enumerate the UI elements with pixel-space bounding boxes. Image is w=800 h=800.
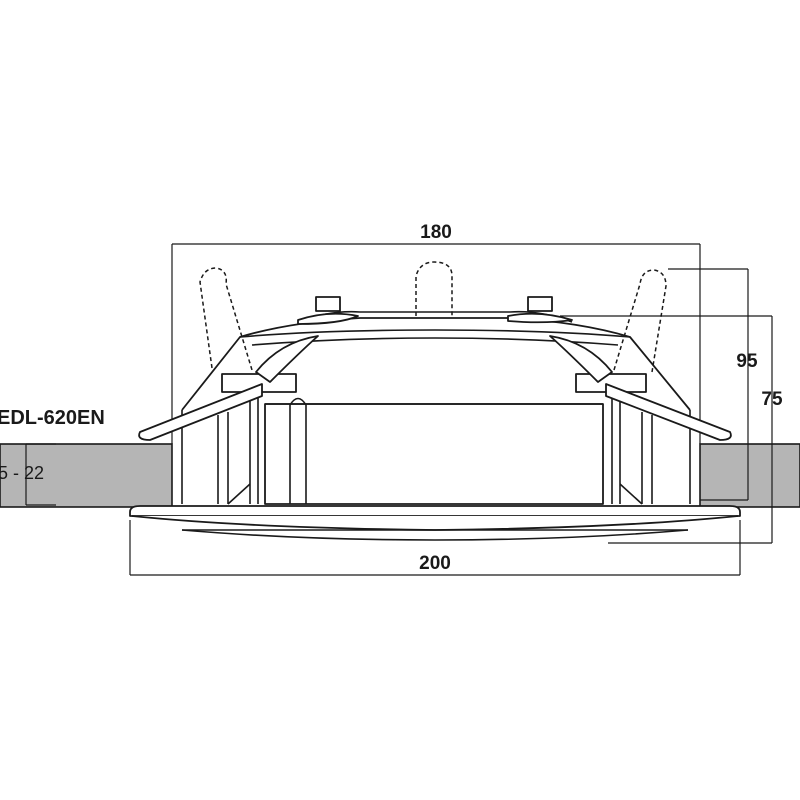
spring-clip-raised-right bbox=[613, 269, 667, 373]
spring-clip-raised-center bbox=[415, 261, 453, 316]
dimension-height-mount: 75 bbox=[560, 315, 783, 544]
dimension-bottom-width-label: 200 bbox=[419, 553, 451, 574]
dimension-bottom-width: 200 bbox=[129, 520, 741, 576]
dimension-top-width: 180 bbox=[171, 222, 701, 444]
model-label: EDL-620EN bbox=[0, 407, 105, 429]
dimension-height-mount-label: 75 bbox=[761, 389, 783, 410]
dimension-ceiling-thickness: 5 - 22 bbox=[0, 443, 56, 506]
dimension-height-total: 95 bbox=[668, 268, 758, 501]
speaker-body bbox=[129, 296, 741, 541]
ceiling-panel-right bbox=[699, 443, 800, 508]
dimension-height-total-label: 95 bbox=[736, 351, 758, 372]
dimension-ceiling-thickness-label: 5 - 22 bbox=[0, 463, 44, 483]
spring-clip-raised-left bbox=[199, 267, 253, 371]
ceiling-panel-left bbox=[0, 443, 173, 508]
dimension-top-width-label: 180 bbox=[420, 222, 452, 243]
